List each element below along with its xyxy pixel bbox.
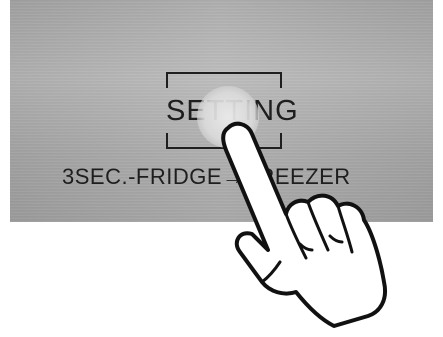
press-indicator-icon	[197, 86, 259, 148]
hold-instruction-text: 3SEC.-FRIDGE→FREEZER	[62, 164, 351, 190]
